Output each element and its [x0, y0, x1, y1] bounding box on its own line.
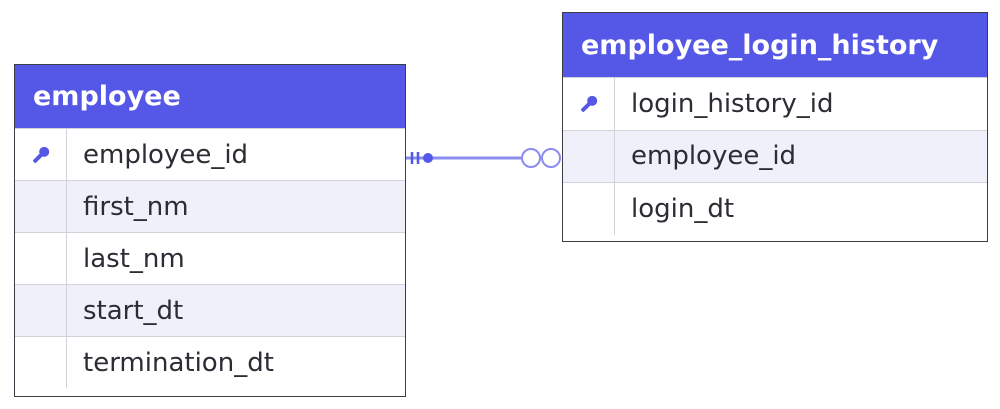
field-name: login_history_id	[631, 88, 834, 119]
field-row[interactable]: start_dt	[15, 284, 405, 336]
field-name: start_dt	[83, 295, 184, 326]
key-icon	[32, 146, 49, 163]
field-name: employee_id	[631, 141, 797, 172]
key-cell	[15, 285, 67, 336]
field-row[interactable]: last_nm	[15, 232, 405, 284]
field-row[interactable]: first_nm	[15, 180, 405, 232]
cardinality-dot	[423, 153, 433, 163]
entity-title: employee	[15, 65, 405, 128]
field-row[interactable]: login_dt	[563, 182, 987, 235]
key-icon	[580, 95, 597, 112]
field-name: employee_id	[83, 139, 249, 170]
key-cell	[15, 181, 67, 232]
entity-employee-login-history[interactable]: employee_login_history login_history_id …	[562, 12, 988, 242]
field-row[interactable]: termination_dt	[15, 336, 405, 388]
key-cell	[563, 130, 615, 182]
field-name: last_nm	[83, 243, 185, 274]
key-cell	[563, 78, 615, 130]
field-name: login_dt	[631, 193, 735, 224]
field-row[interactable]: employee_id	[563, 129, 987, 182]
key-cell	[15, 129, 67, 180]
entity-title: employee_login_history	[563, 13, 987, 77]
field-row[interactable]: employee_id	[15, 128, 405, 180]
field-name: termination_dt	[83, 347, 274, 378]
entity-employee[interactable]: employee employee_id first_nm last_nm	[14, 64, 406, 397]
key-cell	[15, 337, 67, 388]
key-cell	[563, 183, 615, 235]
field-name: first_nm	[83, 191, 189, 222]
field-row[interactable]: login_history_id	[563, 77, 987, 130]
cardinality-circle	[521, 148, 541, 168]
cardinality-circle	[541, 148, 561, 168]
key-cell	[15, 233, 67, 284]
